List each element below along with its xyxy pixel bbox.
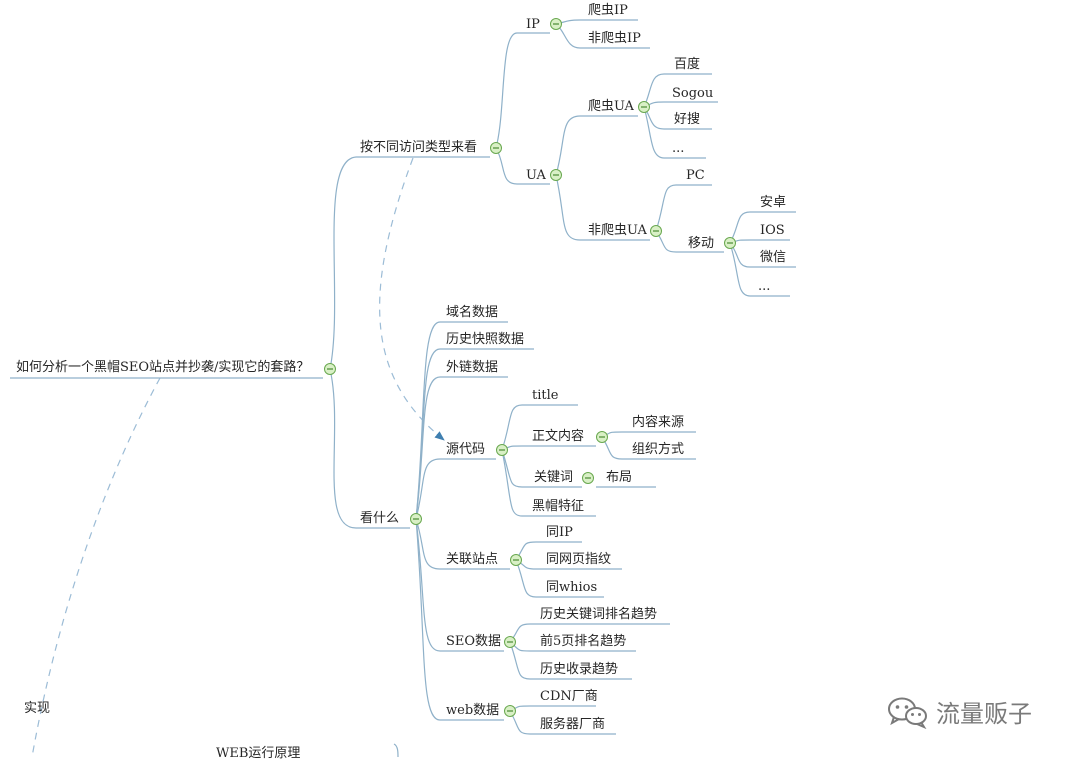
collapse-toggle-root[interactable] — [324, 363, 336, 375]
topic-keyword-rank-trend[interactable]: 历史关键词排名趋势 — [540, 607, 658, 622]
topic-index-trend[interactable]: 历史收录趋势 — [540, 662, 619, 677]
collapse-toggle-web-data[interactable] — [504, 705, 516, 717]
topic-same-ip[interactable]: 同IP — [546, 525, 573, 540]
topic-visit-type[interactable]: 按不同访问类型来看 — [360, 140, 478, 155]
topic-baidu[interactable]: 百度 — [674, 57, 701, 72]
topic-backlink-data[interactable]: 外链数据 — [446, 360, 499, 375]
topic-title[interactable]: title — [532, 388, 559, 403]
implement-link-dashed — [31, 377, 161, 757]
topic-wechat[interactable]: 微信 — [760, 250, 787, 265]
topic-web-principles[interactable]: WEB运行原理 — [216, 746, 301, 761]
topic-same-fingerprint[interactable]: 同网页指纹 — [546, 552, 612, 567]
collapse-toggle-what-to-look[interactable] — [410, 513, 422, 525]
topic-body-content[interactable]: 正文内容 — [532, 429, 585, 444]
topic-non-crawler-ip[interactable]: 非爬虫IP — [588, 31, 641, 46]
topic-crawler-ip[interactable]: 爬虫IP — [588, 3, 628, 18]
topic-same-whois[interactable]: 同whios — [546, 580, 598, 595]
topic-android[interactable]: 安卓 — [760, 195, 787, 210]
collapse-toggle-source-code[interactable] — [496, 444, 508, 456]
topic-sogou[interactable]: Sogou — [672, 86, 714, 101]
topic-crawler-more[interactable]: ... — [672, 141, 685, 156]
topic-mobile[interactable]: 移动 — [688, 236, 715, 251]
topic-organization[interactable]: 组织方式 — [632, 442, 685, 457]
topic-seo-data[interactable]: SEO数据 — [446, 634, 502, 649]
topic-ua[interactable]: UA — [526, 168, 546, 183]
collapse-toggle-seo-data[interactable] — [504, 636, 516, 648]
topic-what-to-look[interactable]: 看什么 — [360, 511, 400, 526]
collapse-toggle-related-sites[interactable] — [510, 554, 522, 566]
root-topic[interactable]: 如何分析一个黑帽SEO站点并抄袭/实现它的套路？ — [16, 360, 310, 375]
topic-haosou[interactable]: 好搜 — [674, 112, 701, 127]
topic-related-sites[interactable]: 关联站点 — [446, 552, 499, 567]
topic-ip[interactable]: IP — [526, 17, 540, 32]
wechat-icon — [888, 697, 927, 729]
topic-non-crawler-ua[interactable]: 非爬虫UA — [588, 223, 647, 238]
topic-keywords[interactable]: 关键词 — [534, 470, 574, 485]
collapse-toggle-crawler-ua[interactable] — [638, 101, 650, 113]
collapse-toggle-visit-type[interactable] — [490, 142, 502, 154]
collapse-toggle-keywords[interactable] — [582, 472, 594, 484]
collapse-toggle-ip[interactable] — [550, 18, 562, 30]
relationship-link-dashed — [379, 157, 445, 441]
collapse-toggle-mobile[interactable] — [724, 237, 736, 249]
topic-layout[interactable]: 布局 — [606, 470, 633, 485]
topic-crawler-ua[interactable]: 爬虫UA — [588, 99, 634, 114]
collapse-toggle-body-content[interactable] — [596, 431, 608, 443]
watermark-text: 流量贩子 — [936, 700, 1032, 728]
topic-pc[interactable]: PC — [686, 168, 705, 183]
topic-cdn-vendor[interactable]: CDN厂商 — [540, 689, 598, 704]
topic-ios[interactable]: IOS — [760, 223, 785, 238]
topic-mobile-more[interactable]: ... — [758, 279, 771, 294]
topic-content-source[interactable]: 内容来源 — [632, 415, 685, 430]
topic-implement[interactable]: 实现 — [24, 701, 51, 716]
topic-web-data[interactable]: web数据 — [446, 703, 500, 718]
topic-source-code[interactable]: 源代码 — [446, 442, 486, 457]
topic-server-vendor[interactable]: 服务器厂商 — [540, 717, 606, 732]
watermark: 流量贩子 — [886, 694, 1032, 729]
topic-blackhat-features[interactable]: 黑帽特征 — [532, 499, 585, 514]
topic-domain-data[interactable]: 域名数据 — [446, 305, 499, 320]
collapse-toggle-ua[interactable] — [550, 169, 562, 181]
collapse-toggle-non-crawler-ua[interactable] — [650, 225, 662, 237]
topic-snapshot-data[interactable]: 历史快照数据 — [446, 332, 525, 347]
topic-top5-rank-trend[interactable]: 前5页排名趋势 — [540, 634, 627, 649]
